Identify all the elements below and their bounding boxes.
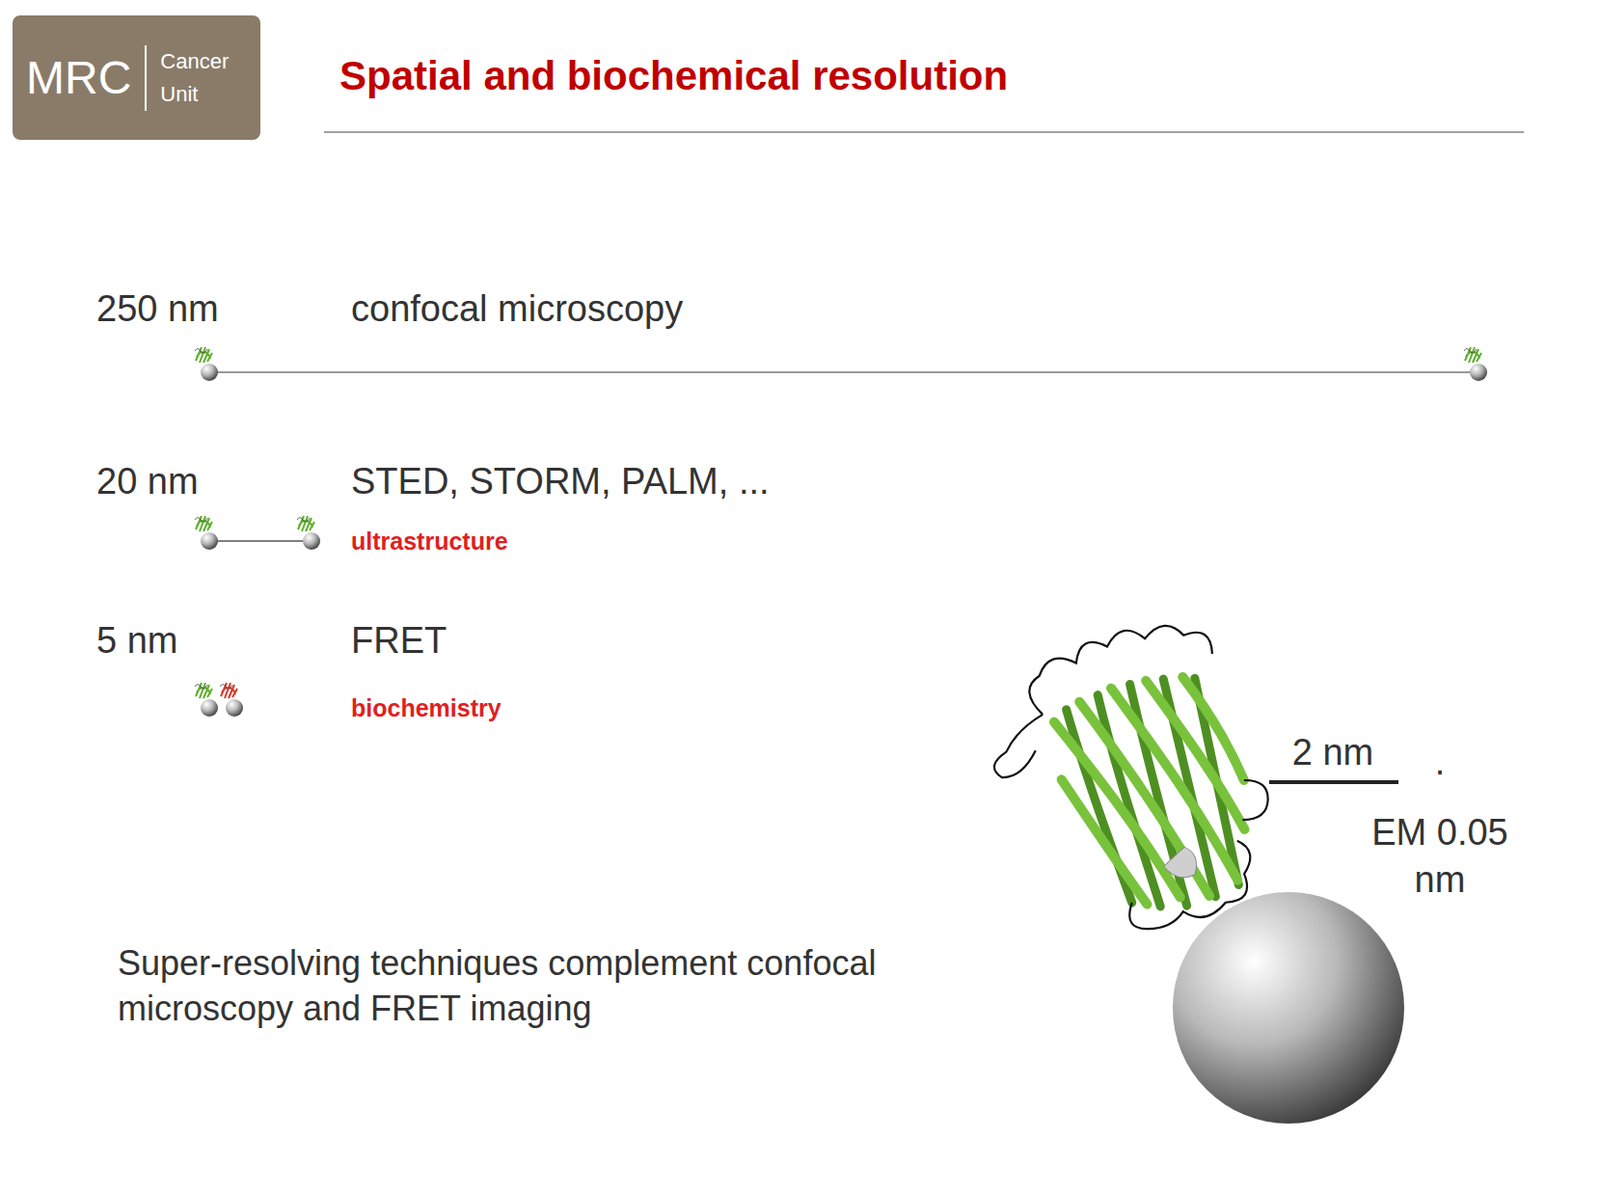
scale-value: 250 nm — [96, 288, 219, 330]
gfp-barrel — [972, 608, 1291, 954]
em-resolution: EM 0.05 nm — [1367, 809, 1513, 905]
scale-bar — [1269, 780, 1399, 785]
method-name: confocal microscopy — [351, 288, 683, 330]
dot-mark: . — [1435, 741, 1446, 784]
scale-bar-label: 2 nm — [1292, 732, 1374, 774]
scale-value: 5 nm — [96, 620, 178, 662]
method-name: FRET — [351, 620, 447, 662]
slide-title: Spatial and biochemical resolution — [339, 53, 1008, 100]
scale-value: 20 nm — [96, 461, 199, 503]
caption: Super-resolving techniques complement co… — [117, 940, 890, 1031]
title-rule — [324, 131, 1524, 134]
method-name: STED, STORM, PALM, ... — [351, 461, 770, 503]
logo-main: MRC — [26, 51, 132, 105]
category-label: biochemistry — [351, 694, 502, 723]
gold-sphere — [1172, 892, 1405, 1124]
logo-sub: Cancer Unit — [144, 45, 240, 111]
category-label: ultrastructure — [351, 527, 509, 556]
logo-box: MRCCancer Unit — [12, 15, 261, 140]
